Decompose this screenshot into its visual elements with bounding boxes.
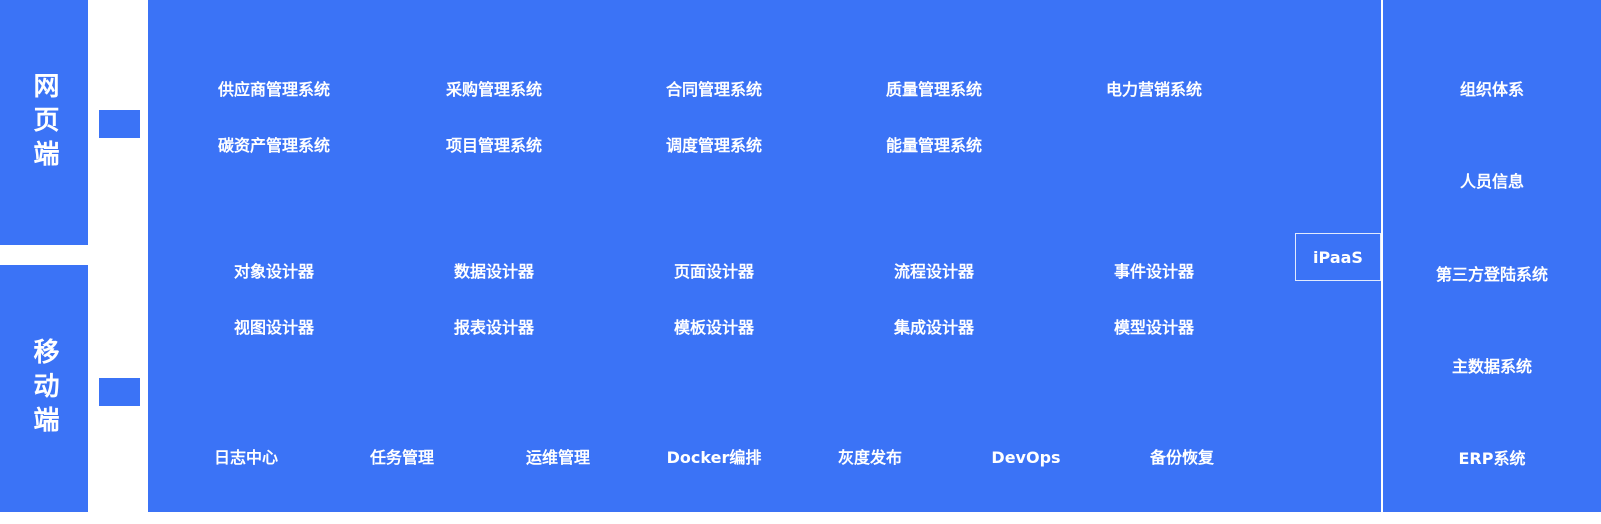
designer-item: 模型设计器 (1113, 318, 1194, 337)
web-connector-block (99, 110, 140, 138)
designer-item: 页面设计器 (673, 262, 754, 281)
ipaas-label: iPaaS (1313, 247, 1363, 267)
ops-item: 运维管理 (525, 448, 590, 467)
system-item: 供应商管理系统 (217, 80, 330, 99)
business-systems-row-2: 碳资产管理系统 项目管理系统 调度管理系统 能量管理系统 (148, 134, 1381, 158)
designer-item: 视图设计器 (233, 318, 314, 337)
designer-item: 流程设计器 (893, 262, 974, 281)
designer-item: 数据设计器 (453, 262, 534, 281)
designers-row-1: 对象设计器 数据设计器 页面设计器 流程设计器 事件设计器 (148, 260, 1381, 284)
external-system-item: ERP系统 (1458, 449, 1526, 468)
system-item: 项目管理系统 (445, 136, 542, 155)
ops-item: DevOps (991, 448, 1061, 467)
designer-item: 对象设计器 (233, 262, 314, 281)
web-client-label: 网页端 (29, 71, 59, 174)
external-system-item: 人员信息 (1459, 172, 1524, 192)
ops-item: 任务管理 (369, 448, 434, 467)
external-system-item: 主数据系统 (1451, 356, 1532, 376)
system-item: 能量管理系统 (885, 136, 982, 155)
system-item: 碳资产管理系统 (217, 136, 330, 155)
platform-panel: 供应商管理系统 采购管理系统 合同管理系统 质量管理系统 电力营销系统 碳资产管… (148, 0, 1381, 512)
system-item: 质量管理系统 (885, 80, 982, 99)
external-systems-panel: 组织体系 人员信息 第三方登陆系统 主数据系统 ERP系统 (1383, 0, 1601, 512)
designer-item: 报表设计器 (453, 318, 534, 337)
ops-item: 备份恢复 (1149, 448, 1214, 467)
external-system-item: 组织体系 (1459, 80, 1524, 99)
designers-row-2: 视图设计器 报表设计器 模板设计器 集成设计器 模型设计器 (148, 316, 1381, 340)
ops-item: 灰度发布 (837, 448, 902, 467)
business-systems-row-1: 供应商管理系统 采购管理系统 合同管理系统 质量管理系统 电力营销系统 (148, 78, 1381, 102)
system-item: 合同管理系统 (665, 80, 762, 99)
external-system-item: 第三方登陆系统 (1435, 264, 1548, 284)
designer-item: 事件设计器 (1113, 262, 1194, 281)
ops-item: Docker编排 (666, 448, 762, 467)
mobile-client-panel: 移动端 (0, 265, 88, 512)
system-item: 电力营销系统 (1105, 80, 1202, 99)
designer-item: 模板设计器 (673, 318, 754, 337)
ipaas-box: iPaaS (1295, 233, 1381, 281)
mobile-connector-block (99, 378, 140, 406)
ops-row: 日志中心 任务管理 运维管理 Docker编排 灰度发布 DevOps 备份恢复 (148, 446, 1381, 470)
web-client-panel: 网页端 (0, 0, 88, 245)
ops-item: 日志中心 (213, 448, 278, 467)
mobile-client-label: 移动端 (29, 337, 59, 440)
system-item: 调度管理系统 (665, 136, 762, 155)
system-item: 采购管理系统 (445, 80, 542, 99)
designer-item: 集成设计器 (893, 318, 974, 337)
